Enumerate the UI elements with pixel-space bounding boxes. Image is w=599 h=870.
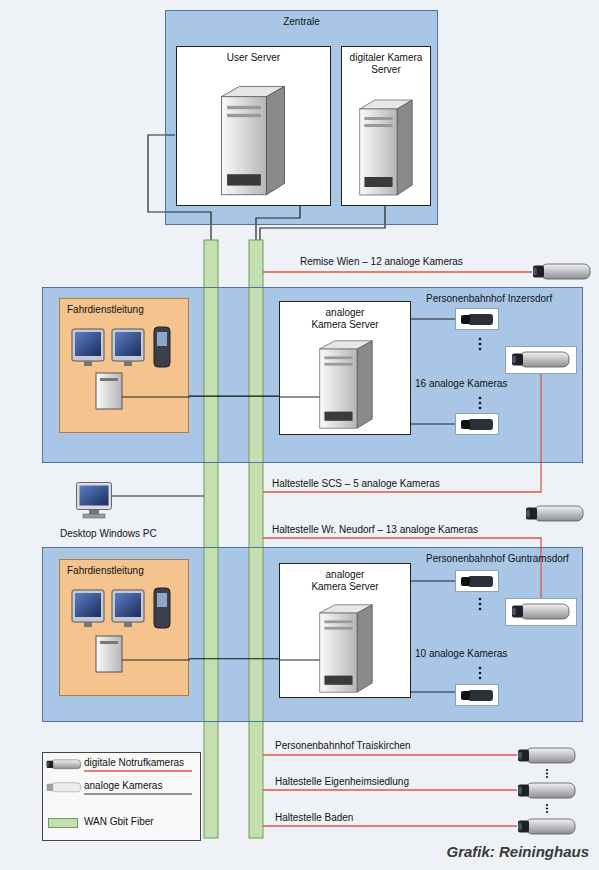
dispatch-box: Fahrdienstleitung <box>59 298 189 433</box>
server-icon <box>217 83 289 197</box>
node-title: analoger Kamera Server <box>308 569 382 593</box>
node-title: Personenbahnhof Inzersdorf <box>426 293 552 305</box>
dispatch-box: Fahrdienstleitung <box>59 559 189 696</box>
connector-line <box>189 658 279 659</box>
node-title: analoger Kamera Server <box>308 307 382 331</box>
node-title: Personenbahnhof Guntramsdorf <box>426 553 569 565</box>
server-box: analoger Kamera Server <box>279 563 411 698</box>
legend-text: WAN Gbit Fiber <box>84 816 154 828</box>
workstation-icons <box>60 299 190 434</box>
legend-text: analoge Kameras <box>84 780 162 792</box>
server-icon <box>316 602 376 694</box>
central-site: ZentraleUser Server digitaler Kamera Serv… <box>165 10 438 225</box>
node-title: Zentrale <box>283 16 320 28</box>
node-title: Fahrdienstleitung <box>67 565 144 577</box>
camera-count: 16 analoge Kameras <box>415 378 507 390</box>
server-icon <box>316 338 376 430</box>
server-box: User Server <box>176 46 331 206</box>
legend-text: digitale Notrufkameras <box>84 757 184 769</box>
workstation-icons <box>60 560 190 697</box>
device-label: Desktop Windows PC <box>60 528 157 540</box>
station-label: Haltestelle SCS – 5 analoge Kameras <box>272 478 440 490</box>
caption: Grafik: Reininghaus <box>446 843 589 861</box>
station-label: Haltestelle Eigenheimsiedlung <box>275 776 409 788</box>
station-label: Remise Wien – 12 analoge Kameras <box>300 256 463 268</box>
node-title: digitaler Kamera Server <box>349 52 423 76</box>
station-panel: Personenbahnhof GuntramsdorfFahrdienstle… <box>42 547 583 722</box>
server-icon <box>356 97 416 197</box>
connector-line <box>189 395 279 396</box>
legend-swatch <box>48 818 78 828</box>
server-box: analoger Kamera Server <box>279 301 411 435</box>
station-label: Haltestelle Wr. Neudorf – 13 analoge Kam… <box>272 524 478 536</box>
station-label: Personenbahnhof Traiskirchen <box>275 740 411 752</box>
node-title: User Server <box>227 52 280 64</box>
station-panel: Personenbahnhof InzersdorfFahrdienstleit… <box>42 287 583 463</box>
camera-count: 10 analoge Kameras <box>415 648 507 660</box>
station-label: Haltestelle Baden <box>275 812 353 824</box>
node-title: Fahrdienstleitung <box>67 304 144 316</box>
server-box: digitaler Kamera Server <box>341 46 431 206</box>
